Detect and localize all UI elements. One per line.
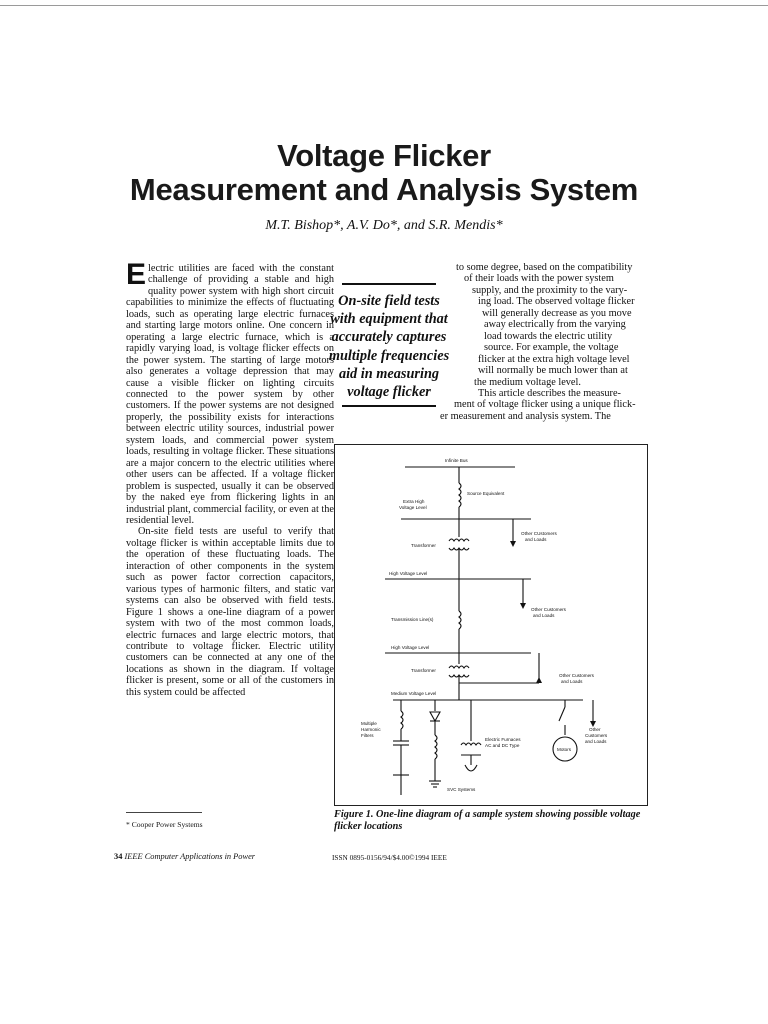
pullquote-line: multiple frequencies [328,347,450,364]
footnote: * Cooper Power Systems [126,820,203,829]
label-other-customers-3a: Other Customers [559,673,595,678]
source-impedance-coil [458,482,462,508]
top-rule [0,5,768,6]
svc-reactor-coil [434,734,438,760]
transformer2-primary [448,665,470,670]
label-other-customers-2b: and Loads [533,613,555,618]
footnote-rule [126,812,202,813]
body-column-right: to some degree, based on the compatibili… [440,262,646,422]
text-line: will normally be much lower than at [478,365,628,377]
drop-cap: E [126,258,147,291]
filter-coil [400,710,404,730]
text-line: er measurement and analysis system. The [440,410,611,422]
furnace-transformer-coil [460,742,482,747]
label-furnaces-2: AC and DC Type [485,743,520,748]
label-hv-level-1: High Voltage Level [389,571,427,576]
label-motors: Motors [557,747,572,752]
label-svc-systems: SVC Systems [447,787,476,792]
paragraph-intro-text: lectric utilities are faced with the con… [126,263,334,526]
label-hv-level-2: High Voltage Level [391,645,429,650]
one-line-diagram-svg: Infinite Bus Source Equivalent Extra Hig… [361,458,608,795]
label-filters-3: Filters [361,733,374,738]
label-other-customers-4b: Customers [585,733,608,738]
text-line: will generally decrease as you move [482,307,632,319]
pullquote-line: with equipment that [330,311,448,328]
label-transformer-1: Transformer [411,543,436,548]
transformer1-primary [448,538,470,543]
label-source-equivalent: Source Equivalent [467,491,505,496]
label-other-customers-1b: and Loads [525,537,547,542]
text-line: supply, and the proximity to the vary- [472,284,628,296]
label-other-customers-3b: and Loads [561,679,583,684]
page-footer: 34 IEEE Computer Applications in Power [114,852,255,861]
label-transmission-lines: Transmission Line(s) [391,617,434,622]
transformer2-secondary [448,673,470,678]
text-line: source. For example, the voltage [484,342,619,354]
pullquote-rule-bottom [342,405,436,407]
label-transformer-2: Transformer [411,668,436,673]
label-filters-1: Multiple [361,721,377,726]
arrow-other-customers-2 [520,603,526,609]
figure-one-line-diagram: Infinite Bus Source Equivalent Extra Hig… [334,444,648,806]
arrow-other-customers-1 [510,541,516,547]
transformer1-secondary [448,546,470,551]
pullquote-rule-top [342,283,436,285]
svc-thyristor-symbol [429,711,441,723]
journal-name: IEEE Computer Applications in Power [124,852,256,861]
motor-switch [558,706,566,722]
article-title-line1: Voltage Flicker [277,138,491,173]
text-line: flicker at the extra high voltage level [478,353,630,365]
text-line: the medium voltage level. [474,376,581,388]
label-other-customers-4a: Other [589,727,601,732]
page-number: 34 [114,852,123,861]
label-ehv-2: Voltage Level [399,505,427,510]
pullquote-line: aid in measuring [338,365,440,382]
article-title-line2: Measurement and Analysis System [129,172,639,207]
label-ehv-1: Extra High [403,499,425,504]
arrow-other-customers-4 [590,721,596,727]
arrow-other-customers-3 [536,677,542,683]
label-other-customers-2a: Other Customers [531,607,567,612]
issn: ISSN 0895-0156/94/$4.00©1994 IEEE [332,853,447,862]
text-line: to some degree, based on the compatibili… [456,262,633,273]
label-filters-2: Harmonic [361,727,381,732]
label-furnaces-1: Electric Furnaces [485,737,521,742]
pullquote-line: On-site field tests [338,293,440,309]
text-line: load towards the electric utility [484,330,613,342]
text-line: ment of voltage flicker using a unique f… [454,399,636,411]
authors: M.T. Bishop*, A.V. Do*, and S.R. Mendis* [265,218,503,233]
pullquote-line: accurately captures [331,329,447,346]
pullquote: On-site field tests with equipment that … [314,292,464,401]
transmission-line-coil [458,610,462,630]
furnace-arc-symbol [464,764,478,772]
text-line: ing load. The observed voltage flicker [478,296,635,308]
figure-caption: Figure 1. One-line diagram of a sample s… [334,809,641,832]
text-line: This article describes the measure- [478,387,621,399]
label-mv-level: Medium Voltage Level [391,691,436,696]
label-other-customers-1a: Other CUstomers [521,531,557,536]
motor-circle [552,736,578,762]
paragraph-field-tests: On-site field tests are useful to verify… [126,526,334,698]
label-infinite-bus: Infinite Bus [445,458,468,463]
label-other-customers-4c: and Loads [585,739,607,744]
text-line: of their loads with the power system [464,273,614,285]
text-line: away electrically from the varying [484,319,626,331]
pullquote-line: voltage flicker [347,384,431,401]
